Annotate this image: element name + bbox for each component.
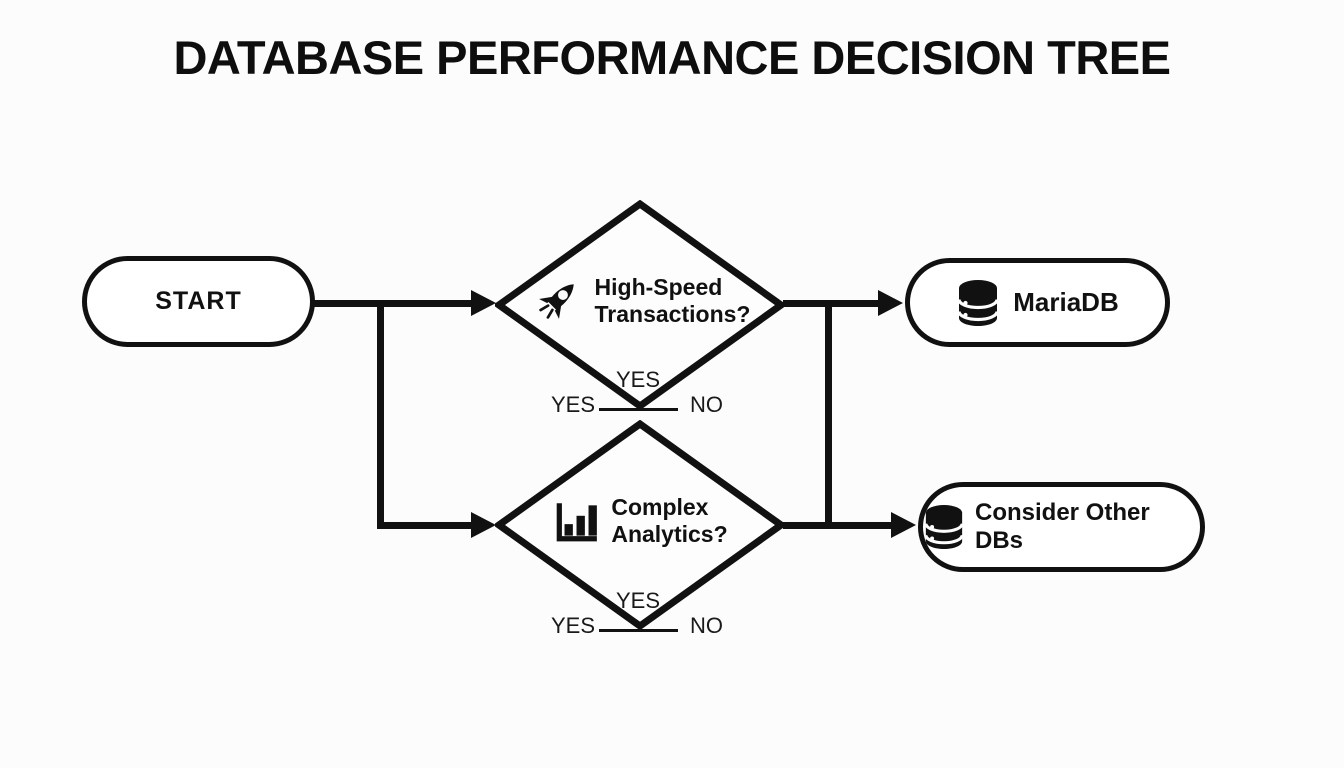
decision-node-high-speed-transactions: High-Speed Transactions? — [495, 200, 785, 410]
branch-baseline — [599, 629, 678, 632]
connector-decision2-to-otherdbs — [783, 522, 893, 529]
yes-label: YES — [615, 367, 661, 392]
arrowhead-icon — [891, 512, 916, 538]
result-node-label: MariaDB — [1013, 287, 1119, 317]
page-title: DATABASE PERFORMANCE DECISION TREE — [173, 31, 1171, 84]
database-icon — [924, 505, 964, 549]
arrowhead-icon — [878, 290, 903, 316]
no-label: NO — [690, 613, 723, 638]
arrowhead-icon — [471, 290, 496, 316]
connector-decision1-no-branch-down — [825, 300, 832, 529]
decision-label: Complex Analytics? — [611, 494, 728, 547]
result-node-consider-other-dbs: Consider Other DBs — [918, 482, 1205, 572]
result-node-label: Consider Other DBs — [975, 499, 1150, 554]
database-icon — [957, 279, 999, 326]
start-node-label: START — [155, 287, 242, 315]
branch-baseline — [599, 408, 678, 411]
yes-label: YES — [550, 392, 595, 417]
decision-node-complex-analytics: Complex Analytics? — [495, 420, 785, 630]
bar-chart-icon — [557, 503, 598, 542]
connector-start-to-decision1 — [313, 300, 473, 307]
decision-label: High-Speed Transactions? — [594, 274, 751, 327]
rocket-icon — [538, 284, 574, 319]
diamond-shape — [495, 200, 785, 410]
connector-start-branch-down — [377, 300, 384, 529]
diamond-shape — [495, 420, 785, 630]
yes-label: YES — [550, 613, 595, 638]
no-label: NO — [690, 392, 723, 417]
yes-label: YES — [615, 588, 661, 613]
start-node: START — [82, 256, 315, 347]
connector-branch-to-decision2 — [377, 522, 473, 529]
result-node-mariadb: MariaDB — [905, 258, 1170, 347]
arrowhead-icon — [471, 512, 496, 538]
